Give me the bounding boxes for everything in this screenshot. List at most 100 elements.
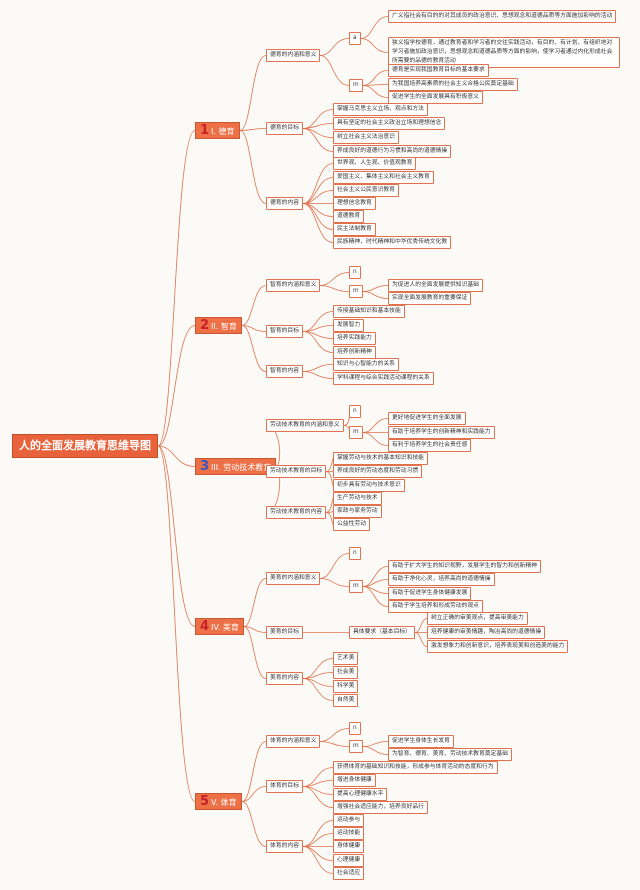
subtopic-detail[interactable]: m [349,79,363,92]
subtopic[interactable]: 劳动技术教育的内容 [266,506,327,519]
leaf-item[interactable]: 养成良好的劳动态度和劳动习惯 [333,465,423,478]
leaf-item[interactable]: 掌握马克思主义立场、观点和方法 [333,103,428,116]
subtopic[interactable]: 智育的内涵和意义 [266,279,321,292]
subtopic[interactable]: 智育的目标 [266,325,303,338]
leaf-item[interactable]: 运动参与 [333,814,365,827]
leaf-item[interactable]: 有助于扩大学生的知识视野，发展学生的智力和创新精神 [388,560,541,573]
subtopic-detail[interactable]: m [349,285,363,298]
subtopic[interactable]: 美育的内容 [266,672,303,685]
leaf-item[interactable]: 艺术美 [333,652,359,665]
leaf-item[interactable]: 发展智力 [333,319,365,332]
subtopic-detail[interactable]: n [349,547,361,560]
subtopic[interactable]: 劳动技术教育的目标 [266,465,327,478]
leaf-item[interactable]: 实现全面发展教育的重要保证 [388,292,472,305]
leaf-item[interactable]: 传授基础知识和基本技能 [333,305,405,318]
connector [325,498,334,513]
connector [302,678,334,701]
subtopic[interactable]: 美育的目标 [266,626,303,639]
leaf-item[interactable]: 培养实践能力 [333,332,376,345]
leaf-item[interactable]: 有助于净化心灵，培养高尚的道德情操 [388,573,495,586]
connector [325,512,334,525]
connector [325,458,334,472]
subtopic-detail[interactable]: m [349,426,363,439]
subtopic[interactable]: 劳动技术教育的内涵和意义 [266,419,344,432]
leaf-item[interactable]: 为促进人的全面发展提供知识基础 [388,279,483,292]
leaf-item[interactable]: 具有坚定的社会主义政治立场和理想信念 [333,117,446,130]
leaf-item[interactable]: 身体健康 [333,840,365,853]
subtopic[interactable]: 德育的目标 [266,122,303,135]
connector [302,163,334,204]
subtopic[interactable]: 美育的内涵和意义 [266,572,321,585]
leaf-item[interactable]: 世界观、人生观、价值观教育 [333,157,417,170]
leaf-item[interactable]: 增强社会适应能力，培养良好品行 [333,801,428,814]
leaf-item[interactable]: 树立社会主义法治意识 [333,131,399,144]
subtopic[interactable]: 体育的内涵和意义 [266,735,321,748]
leaf-item[interactable]: 有助于培养学生的创新精神和实践能力 [388,426,495,439]
connector [241,285,267,326]
branch-label: I. 德育 [211,127,235,136]
leaf-item[interactable]: 道德教育 [333,210,365,223]
leaf-item[interactable]: 社会美 [333,666,359,679]
leaf-item[interactable]: 为智育、德育、美育、劳动技术教育奠定基础 [388,748,512,761]
root-topic[interactable]: 人的全面发展教育思维导图 [12,434,158,458]
leaf-item[interactable]: 提高心理健康水平 [333,788,388,801]
leaf-item[interactable]: 运动技能 [333,827,365,840]
leaf-item[interactable]: 德育是实现我国教育目标的基本要求 [388,64,489,77]
subtopic-detail[interactable]: n [349,405,361,418]
subtopic[interactable]: 智育的内容 [266,365,303,378]
leaf-item[interactable]: 更好地促进学生的全面发展 [388,412,466,425]
connector [302,177,334,204]
leaf-item[interactable]: 自然美 [333,694,359,707]
leaf-item[interactable]: 获得体育的基础知识和技能，形成参与体育活动的态度和行为 [333,761,498,774]
connector [241,325,267,332]
subtopic-detail[interactable]: n [349,266,361,279]
leaf-item[interactable]: 家政与家务劳动 [333,505,382,518]
leaf-item[interactable]: 公益性劳动 [333,518,370,531]
subtopic-detail[interactable]: a [349,32,361,45]
leaf-item[interactable]: 生产劳动与技术 [333,492,382,505]
connector [241,786,267,802]
subtopic[interactable]: 德育的内涵和意义 [266,49,321,62]
connector [157,445,196,627]
leaf-item[interactable]: 民主法制教育 [333,223,376,236]
leaf-item[interactable]: 心理健康 [333,854,365,867]
leaf-item[interactable]: 激发想象力和创新意识，培养表现美和创造美的能力 [427,640,569,653]
leaf-item[interactable]: 增进身体健康 [333,774,376,787]
leaf-item[interactable]: 培养健康的审美情趣，陶冶高尚的道德情操 [427,626,546,639]
subtopic-detail[interactable]: 具体要求（基本目标） [349,626,415,639]
branch-label: III. 劳动技术教育 [211,463,272,472]
leaf-item[interactable]: 有利于培养学生的社会责任感 [388,439,472,452]
subtopic-detail[interactable]: m [349,740,363,753]
leaf-item[interactable]: 民族精神，时代精神和中华优秀传统文化教 [333,236,452,249]
leaf-item[interactable]: 学科课程与综合实践活动课程的关系 [333,372,434,385]
connector [302,371,334,379]
leaf-item[interactable]: 促进学生身体生长发育 [388,735,454,748]
leaf-item[interactable]: 促进学生的全面发展具有积极意义 [388,91,483,104]
leaf-item[interactable]: 科学美 [333,680,359,693]
leaf-item[interactable]: 掌握劳动与技术的基本知识和技能 [333,452,428,465]
leaf-item[interactable]: 知识与心智能力的关系 [333,358,399,371]
connector [302,820,334,847]
subtopic[interactable]: 体育的目标 [266,780,303,793]
leaf-item[interactable]: 狭义指学校德育，通过教育者和学习者的交往实践活动，有目的、有计划、有组织地对学习… [388,37,620,68]
leaf-item[interactable]: 社会适应 [333,867,365,880]
leaf-item[interactable]: 广义指社会有目的的对其成员的政治意识、思想观念和道德品质等方面施加影响的活动 [388,10,617,23]
subtopic[interactable]: 德育的内容 [266,197,303,210]
leaf-item[interactable]: 有助于促进学生身体健康发展 [388,587,472,600]
subtopic-detail[interactable]: m [349,580,363,593]
subtopic[interactable]: 体育的内容 [266,840,303,853]
leaf-item[interactable]: 理想信念教育 [333,197,376,210]
leaf-item[interactable]: 社会主义公民意识教育 [333,184,399,197]
leaf-item[interactable]: 初步具有劳动与技术意识 [333,479,405,492]
connector [302,311,334,332]
leaf-item[interactable]: 爱国主义、集体主义和社会主义教育 [333,171,434,184]
subtopic-detail[interactable]: n [349,722,361,735]
leaf-item[interactable]: 树立正确的审美观点，提高审美能力 [427,612,528,625]
leaf-item[interactable]: 为我国培养高素质的社会主义合格公民奠定基础 [388,78,518,91]
connector [302,846,334,874]
